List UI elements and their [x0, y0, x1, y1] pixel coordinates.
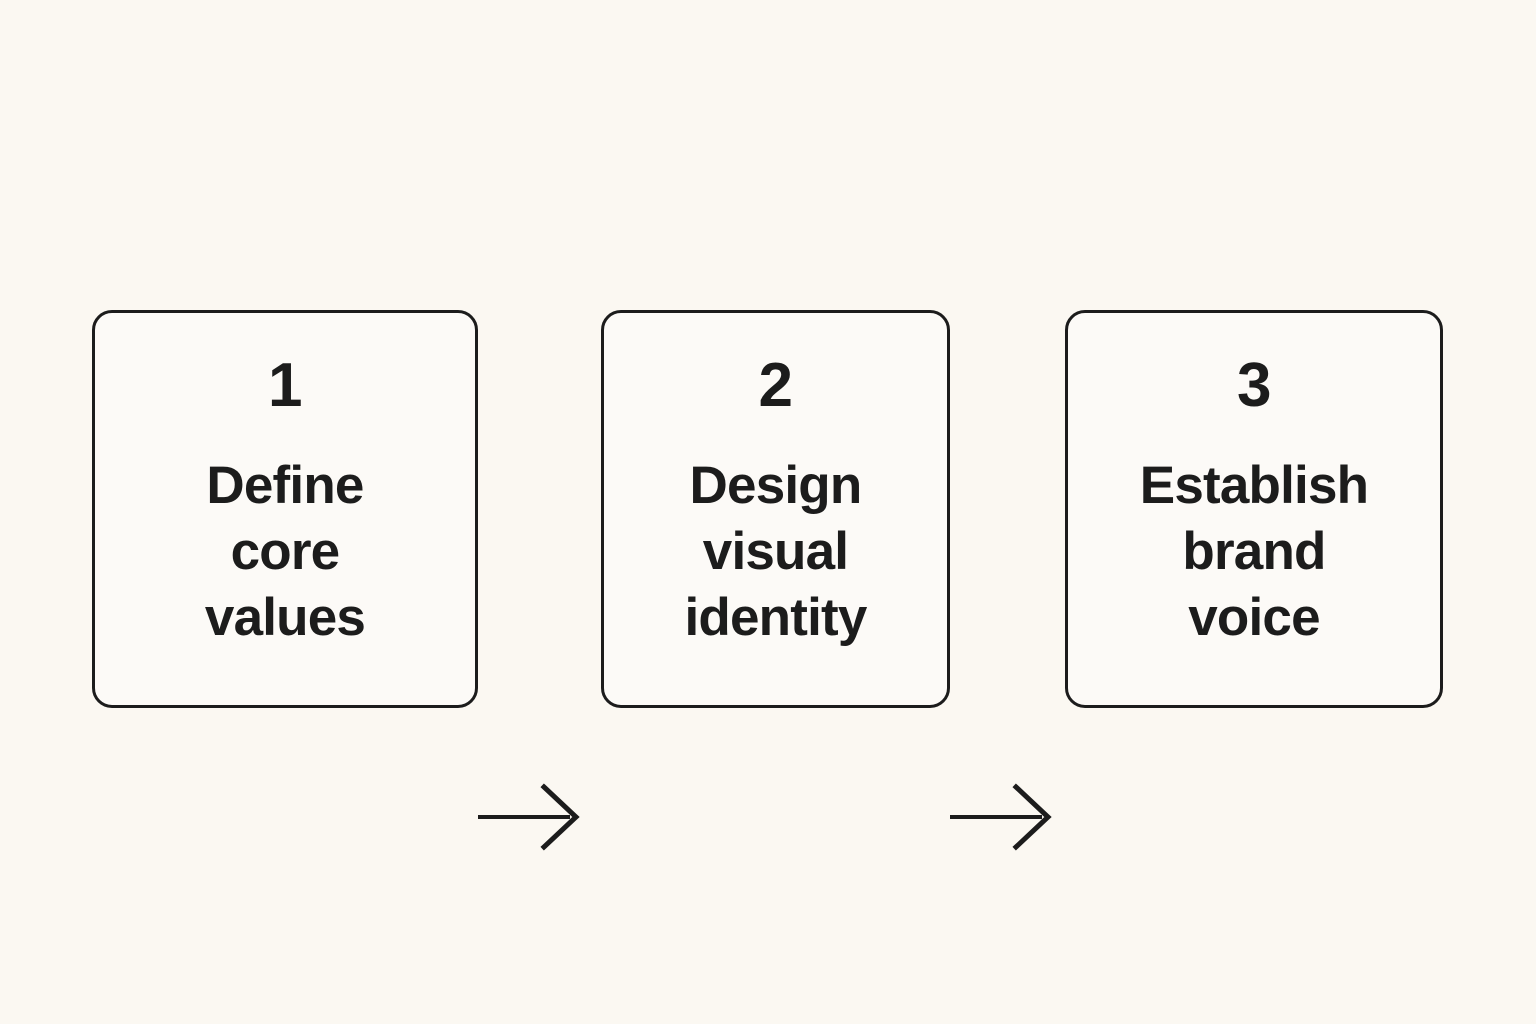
step-box-3[interactable]: 3 Establish brand voice	[1065, 310, 1443, 708]
process-flow: 1 Define core values 2 Design visual ide…	[0, 310, 1536, 851]
step-number-1: 1	[268, 351, 302, 420]
step-label-1: Define core values	[204, 456, 366, 647]
step-label-2: Design visual identity	[684, 456, 867, 647]
arrow-right-icon	[478, 783, 580, 851]
step-number-2: 2	[758, 351, 793, 420]
step-box-2[interactable]: 2 Design visual identity	[601, 310, 950, 708]
step-label-3: Establish brand voice	[1139, 456, 1369, 647]
step-number-3: 3	[1237, 351, 1271, 420]
connector-arrow-2	[950, 773, 1054, 861]
connector-arrow-1	[478, 773, 582, 861]
step-box-1[interactable]: 1 Define core values	[92, 310, 478, 708]
arrow-right-icon	[950, 783, 1052, 851]
